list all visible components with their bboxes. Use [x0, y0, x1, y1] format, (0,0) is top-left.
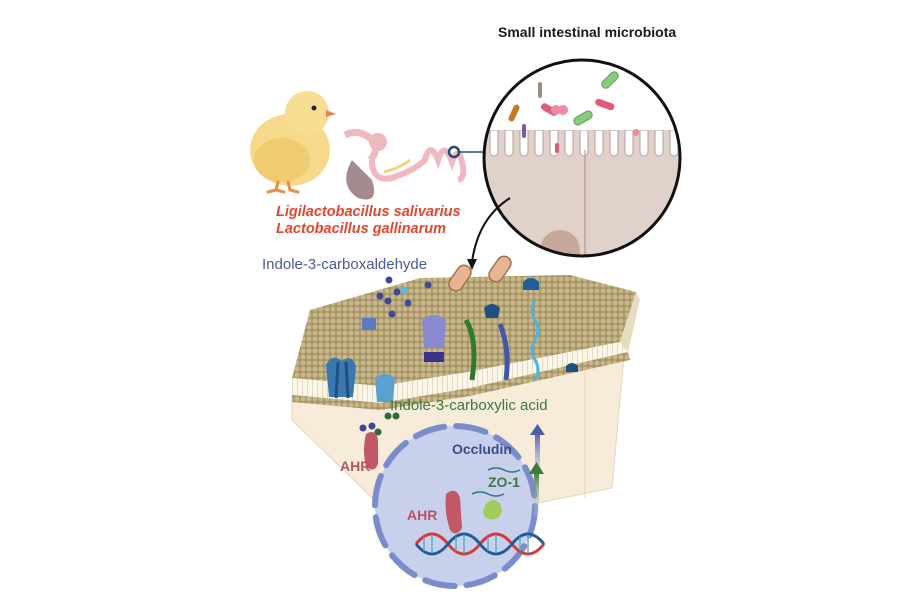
- zo1-strand-icon: [471, 491, 505, 497]
- indole-3-carboxaldehyde-label: Indole-3-carboxaldehyde: [262, 256, 428, 273]
- occludin-strand-icon: [487, 467, 521, 473]
- lactobacillus-icon: [448, 255, 512, 292]
- species-label: Ligilactobacillus salivarius: [276, 204, 461, 220]
- indole-3-carboxylic-acid-label: Indole-3-carboxylic acid: [390, 397, 548, 414]
- nuclear-ahr-label: AHR: [407, 507, 438, 523]
- zo1-label: ZO-1: [488, 474, 520, 490]
- dna-icon: [414, 532, 546, 556]
- magnifier-circle-icon: [482, 58, 682, 258]
- arrowhead-icon: [467, 259, 477, 270]
- up-arrow-icon: [529, 424, 545, 516]
- transcription-factor-icon: [483, 500, 502, 520]
- indole-3-carboxylic-acid-molecules: [384, 412, 400, 420]
- chick-icon: [250, 91, 336, 194]
- nuclear-ahr-protein-icon: [445, 490, 462, 534]
- ahr-protein-icon: [359, 422, 382, 470]
- intestine-icon: [343, 128, 467, 200]
- species-label: Lactobacillus gallinarum: [276, 221, 447, 237]
- cytoplasmic-ahr-label: AHR: [340, 458, 371, 474]
- membrane-proteins: [326, 278, 578, 402]
- indole-3-carboxaldehyde-molecules: [376, 276, 432, 318]
- bacteria-icon: [508, 71, 639, 153]
- curved-arrow-icon: [471, 197, 511, 263]
- occludin-label: Occludin: [452, 441, 512, 457]
- villi-icon: [489, 129, 679, 157]
- figure-title: Small intestinal microbiota: [498, 24, 677, 40]
